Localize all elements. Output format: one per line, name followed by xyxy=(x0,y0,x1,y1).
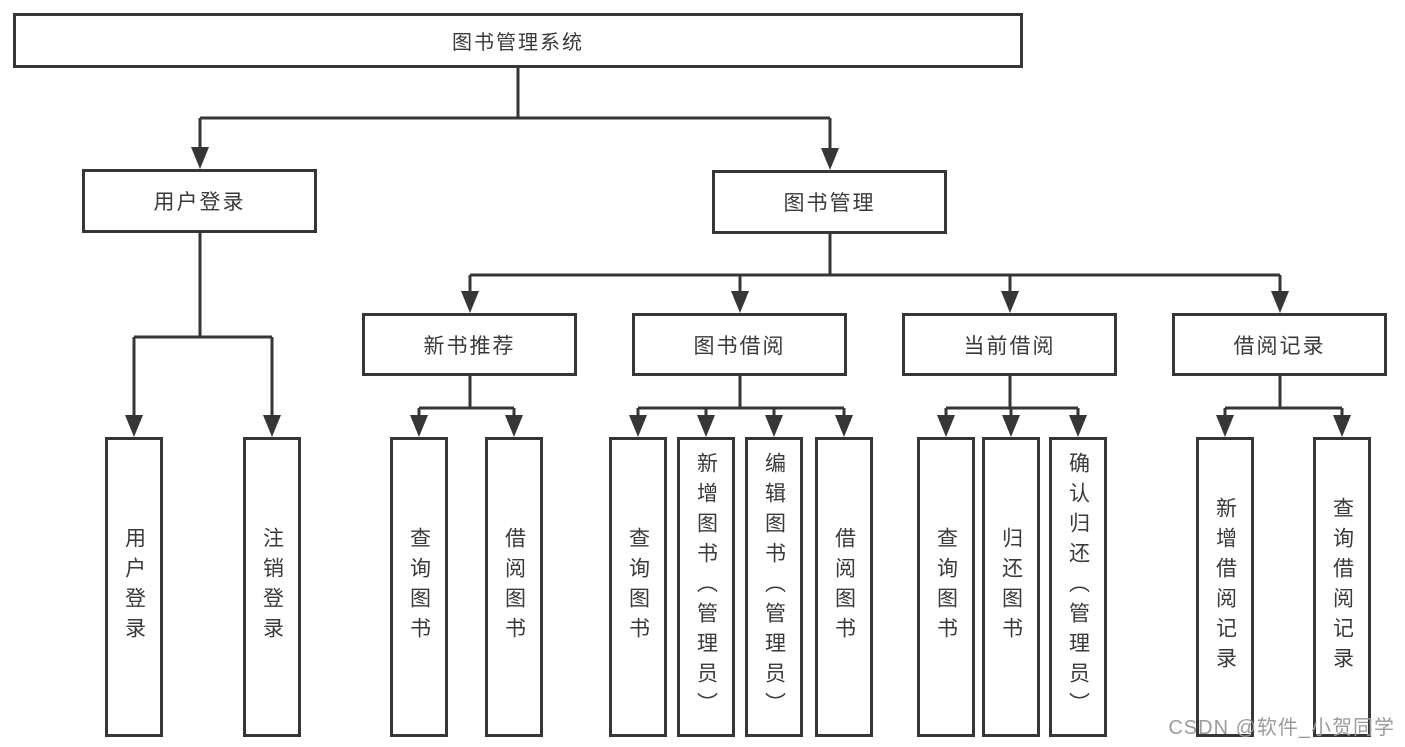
leaf-borrow-query-books-label: 查询图书 xyxy=(626,527,650,647)
leaf-borrow-edit-books-admin: 编辑图书（管理员） xyxy=(745,437,803,737)
leaf-recommend-query-books-label: 查询图书 xyxy=(407,527,431,647)
leaf-current-query-books: 查询图书 xyxy=(917,437,975,737)
leaf-recommend-borrow-books-label: 借阅图书 xyxy=(502,527,526,647)
leaf-recommend-query-books: 查询图书 xyxy=(390,437,448,737)
node-book-borrowing: 图书借阅 xyxy=(632,313,847,376)
leaf-recommend-borrow-books: 借阅图书 xyxy=(485,437,543,737)
leaf-records-query-record: 查询借阅记录 xyxy=(1313,437,1371,737)
leaf-logout-label: 注销登录 xyxy=(260,527,284,647)
leaf-records-add-record-label: 新增借阅记录 xyxy=(1213,497,1237,677)
leaf-borrow-query-books: 查询图书 xyxy=(609,437,667,737)
node-new-book-recommendation: 新书推荐 xyxy=(362,313,577,376)
leaf-borrow-edit-books-admin-label: 编辑图书（管理员） xyxy=(762,452,786,722)
leaf-logout: 注销登录 xyxy=(243,437,301,737)
leaf-current-query-books-label: 查询图书 xyxy=(934,527,958,647)
leaf-borrow-add-books-admin-label: 新增图书（管理员） xyxy=(694,452,718,722)
watermark-text: CSDN @软件_小贺同学 xyxy=(1168,717,1395,739)
leaf-current-return-books-label: 归还图书 xyxy=(999,527,1023,647)
leaf-current-confirm-return-admin: 确认归还（管理员） xyxy=(1049,437,1107,737)
leaf-user-login-label: 用户登录 xyxy=(122,527,146,647)
leaf-current-return-books: 归还图书 xyxy=(982,437,1040,737)
leaf-borrow-borrow-books-label: 借阅图书 xyxy=(832,527,856,647)
node-book-management: 图书管理 xyxy=(712,170,947,234)
node-user-login: 用户登录 xyxy=(82,169,317,233)
leaf-user-login: 用户登录 xyxy=(105,437,163,737)
leaf-current-confirm-return-admin-label: 确认归还（管理员） xyxy=(1066,452,1090,722)
leaf-records-query-record-label: 查询借阅记录 xyxy=(1330,497,1354,677)
leaf-borrow-borrow-books: 借阅图书 xyxy=(815,437,873,737)
node-borrowing-records: 借阅记录 xyxy=(1172,313,1387,376)
leaf-records-add-record: 新增借阅记录 xyxy=(1196,437,1254,737)
leaf-borrow-add-books-admin: 新增图书（管理员） xyxy=(677,437,735,737)
node-root: 图书管理系统 xyxy=(13,13,1023,68)
node-current-borrowing: 当前借阅 xyxy=(902,313,1117,376)
